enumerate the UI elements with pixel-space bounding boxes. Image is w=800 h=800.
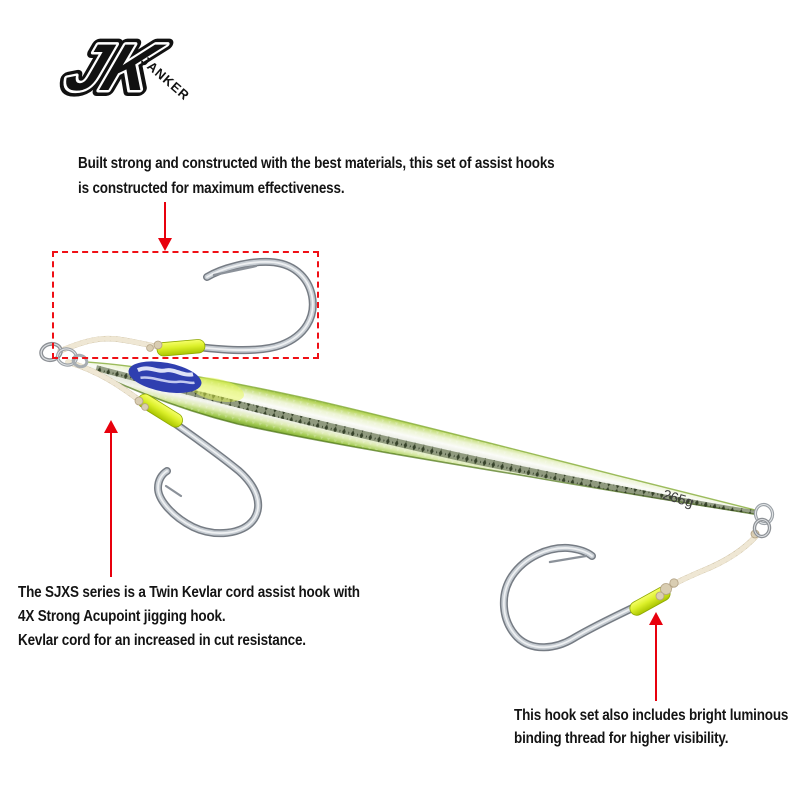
cord-knots: [134, 340, 760, 601]
barb: [164, 484, 183, 498]
annotation-line: Kevlar cord for an increased in cut resi…: [18, 632, 306, 649]
assist-hook-top: [194, 257, 317, 355]
annotation-line: 4X Strong Acupoint jigging hook.: [18, 608, 226, 625]
arrowhead-down-icon: [157, 238, 172, 251]
arrowhead-up-icon: [648, 612, 663, 625]
assist-hook-front: [139, 397, 262, 538]
split-ring-tail: [753, 502, 775, 526]
weight-label: 265g: [661, 486, 695, 510]
jig-body-group: 265g: [85, 361, 758, 516]
arrow-shaft: [163, 202, 167, 239]
barb: [548, 554, 588, 564]
brand-logo: JK JK JK JANKER: [50, 25, 190, 110]
barb: [212, 264, 258, 277]
annotation-left: The SJXS series is a Twin Kevlar cord as…: [18, 581, 360, 653]
annotation-line: The SJXS series is a Twin Kevlar cord as…: [18, 584, 360, 601]
glow-spot: [189, 377, 244, 402]
hooks: [139, 257, 649, 652]
luminous-bindings: [134, 339, 760, 616]
solid-ring-tail: [752, 517, 772, 539]
arrowhead-up-icon: [103, 420, 118, 433]
highlight-box: [52, 251, 319, 359]
assist-hook-rear: [499, 543, 649, 652]
annotation-bottom-right: This hook set also includes bright lumin…: [514, 704, 788, 750]
annotation-line: This hook set also includes bright lumin…: [514, 707, 789, 724]
annotation-line: binding thread for higher visibility.: [514, 730, 729, 747]
arrow-shaft: [654, 625, 658, 701]
annotation-line: Built strong and constructed with the be…: [78, 155, 555, 172]
annotation-top: Built strong and constructed with the be…: [78, 151, 555, 201]
luminous-binding-top: [156, 339, 206, 357]
arrow-shaft: [109, 433, 113, 577]
jig-scale-texture: [86, 362, 758, 515]
brand-badge: [128, 361, 202, 393]
annotation-line: is constructed for maximum effectiveness…: [78, 180, 345, 197]
lateral-speckle-texture: [95, 365, 758, 515]
